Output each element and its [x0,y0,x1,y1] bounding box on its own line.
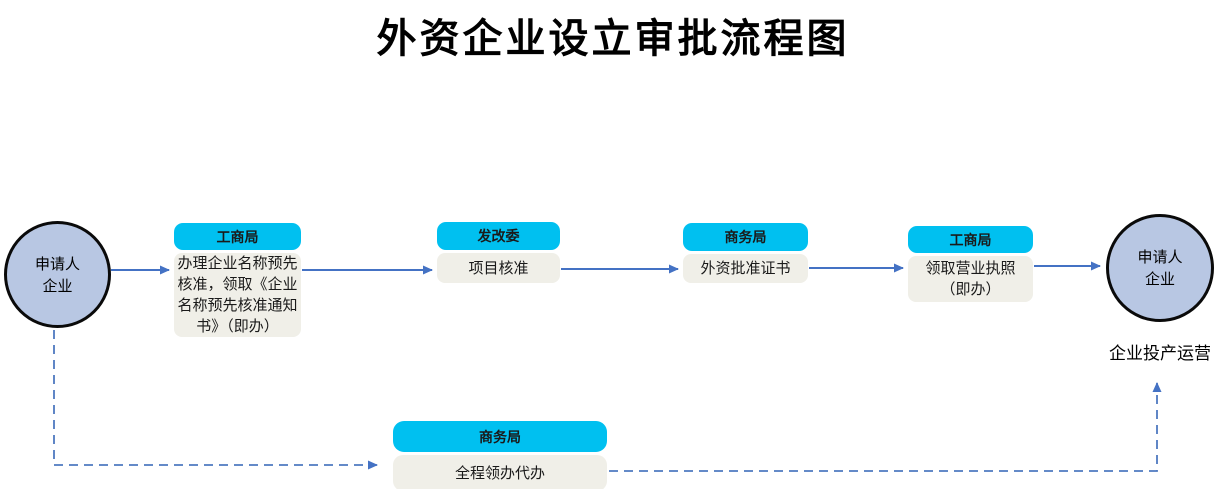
page-title: 外资企业设立审批流程图 [376,15,850,62]
step3-task-body: 外资批准证书 [683,254,808,283]
start-node-applicant: 申请人 企业 [4,221,111,328]
step-foreign-investment-certificate: 商务局 外资批准证书 [683,223,808,283]
dashed-arrow-start-to-step5 [53,330,378,470]
step-project-approval: 发改委 项目核准 [437,222,560,283]
step1-agency-header: 工商局 [174,223,301,250]
step4-task-body: 领取营业执照（即办） [908,256,1033,302]
step-name-preapproval: 工商局 办理企业名称预先核准，领取《企业名称预先核准通知书》（即办） [174,223,301,337]
start-node-label: 申请人 企业 [34,254,80,295]
step5-agency-header: 商务局 [393,421,607,452]
end-caption-operation: 企业投产运营 [1109,344,1211,364]
step5-task-body: 全程领办代办 [393,455,607,489]
step2-agency-header: 发改委 [437,222,560,250]
step4-agency-header: 工商局 [908,226,1033,253]
step2-task-body: 项目核准 [437,253,560,283]
end-node-applicant: 申请人 企业 [1106,214,1214,322]
step-full-agency-service: 商务局 全程领办代办 [393,421,607,489]
step3-agency-header: 商务局 [683,223,808,251]
step1-task-body: 办理企业名称预先核准，领取《企业名称预先核准通知书》（即办） [174,253,301,337]
step-business-license: 工商局 领取营业执照（即办） [908,226,1033,302]
dashed-arrow-step5-to-end [609,382,1162,472]
end-node-label: 申请人 企业 [1137,248,1183,288]
